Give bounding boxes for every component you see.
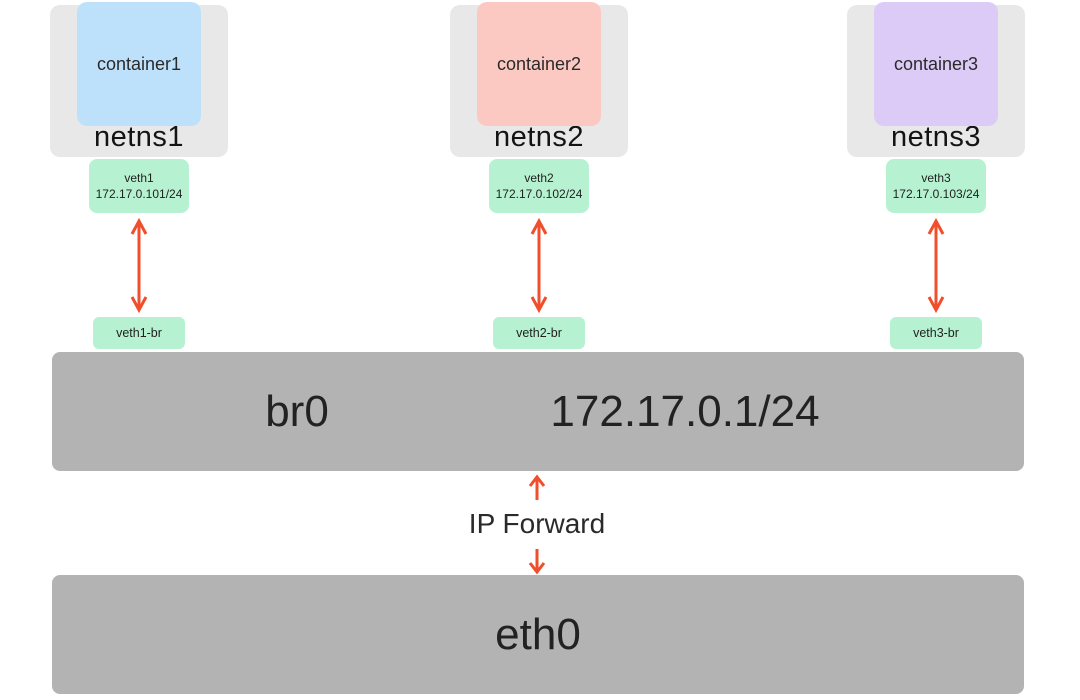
veth2-br-label: veth2-br bbox=[516, 326, 562, 340]
netns3-label: netns3 bbox=[890, 121, 982, 153]
namespace-group-2: container2 netns2 veth2 172.17.0.102/24 … bbox=[450, 2, 628, 352]
veth1-ip: 172.17.0.101/24 bbox=[95, 187, 183, 201]
veth1-pair-arrow-icon bbox=[130, 217, 148, 314]
veth1-br-box: veth1-br bbox=[93, 317, 185, 349]
ip-forward-up-arrow-icon bbox=[528, 474, 546, 500]
container3-label: container3 bbox=[893, 53, 979, 74]
veth2-name: veth2 bbox=[524, 171, 554, 185]
container1-box: container1 bbox=[77, 2, 201, 126]
veth1-br-label: veth1-br bbox=[116, 326, 162, 340]
veth2-ip: 172.17.0.102/24 bbox=[495, 187, 583, 201]
veth2-pair-arrow-icon bbox=[530, 217, 548, 314]
container1-label: container1 bbox=[96, 53, 182, 74]
veth3-pair-arrow-icon bbox=[927, 217, 945, 314]
ip-forward-down-arrow-icon bbox=[528, 549, 546, 575]
veth3-ip: 172.17.0.103/24 bbox=[892, 187, 980, 201]
veth3-box: veth3 172.17.0.103/24 bbox=[886, 159, 986, 213]
container3-box: container3 bbox=[874, 2, 998, 126]
veth2-br-box: veth2-br bbox=[493, 317, 585, 349]
veth1-name: veth1 bbox=[124, 171, 154, 185]
veth3-br-label: veth3-br bbox=[913, 326, 959, 340]
veth3-name: veth3 bbox=[921, 171, 951, 185]
veth1-box: veth1 172.17.0.101/24 bbox=[89, 159, 189, 213]
veth2-box: veth2 172.17.0.102/24 bbox=[489, 159, 589, 213]
eth0-name: eth0 bbox=[495, 609, 581, 659]
container2-label: container2 bbox=[496, 53, 582, 74]
namespace-group-1: container1 netns1 veth1 172.17.0.101/24 … bbox=[50, 2, 228, 352]
eth0-bar: eth0 bbox=[52, 575, 1024, 694]
ip-forward-label: IP Forward bbox=[468, 508, 606, 539]
netns1-label: netns1 bbox=[93, 121, 185, 153]
bridge-ip: 172.17.0.1/24 bbox=[550, 386, 820, 436]
netns2-label: netns2 bbox=[493, 121, 585, 153]
namespace-group-3: container3 netns3 veth3 172.17.0.103/24 … bbox=[847, 2, 1025, 352]
bridge-name: br0 bbox=[265, 386, 329, 436]
veth3-br-box: veth3-br bbox=[890, 317, 982, 349]
container2-box: container2 bbox=[477, 2, 601, 126]
bridge-bar: br0 172.17.0.1/24 bbox=[52, 352, 1024, 471]
